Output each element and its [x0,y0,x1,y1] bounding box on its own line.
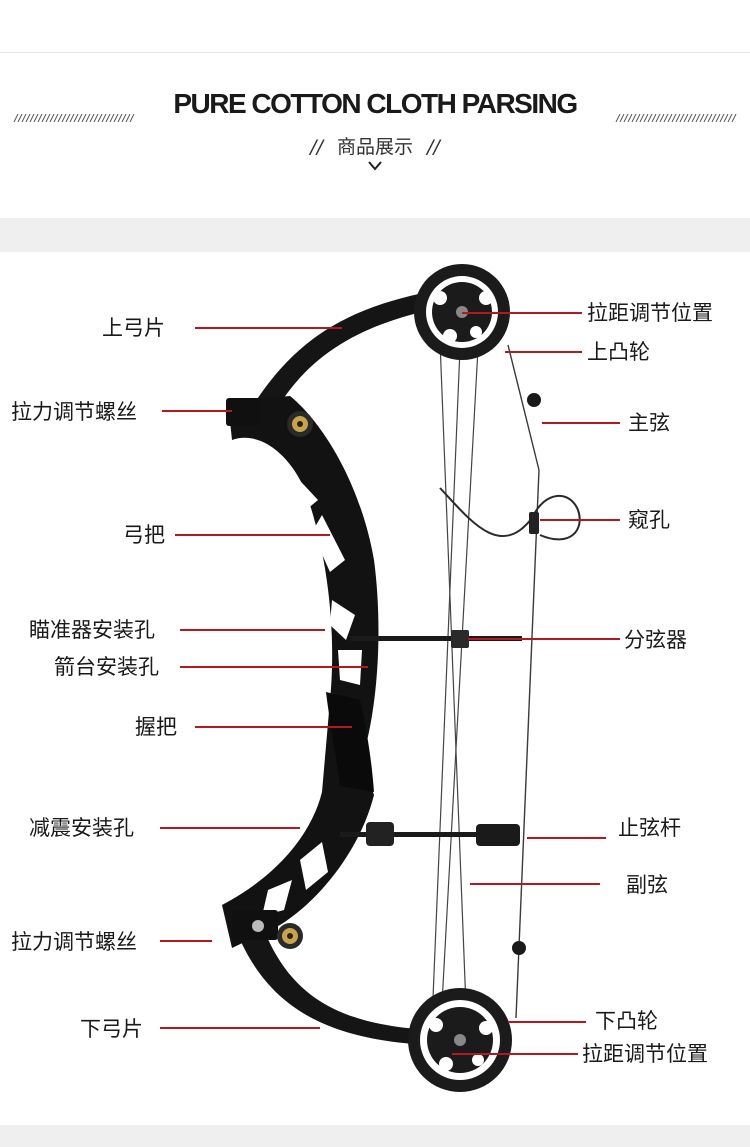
subtitle-divider-left: // [310,136,323,158]
label-upper-cam: 上凸轮 [587,340,650,364]
subtitle-text: 商品展示 [336,136,413,158]
label-stabilizer-hole: 减震安装孔 [29,816,134,840]
hatch-decoration-right [615,114,737,122]
riser-cutouts [262,470,362,916]
label-draw-length-top: 拉距调节位置 [587,301,713,325]
label-cables: 副弦 [626,873,668,897]
label-cable-slide: 分弦器 [624,628,687,652]
limb-pocket-top [226,398,313,437]
subtitle-row: // 商品展示 // [0,132,750,159]
cable-guard [350,630,522,648]
string-silencers [512,393,541,955]
label-sight-holes: 瞄准器安装孔 [29,618,155,642]
label-lower-cam: 下凸轮 [595,1009,658,1033]
string-stop-rod [340,822,520,846]
label-main-string: 主弦 [628,411,670,435]
page-title: PURE COTTON CLOTH PARSING [173,88,578,119]
label-grip: 握把 [135,715,177,739]
peep-tube [439,487,581,541]
limb-pocket-bottom [232,910,303,949]
label-rest-holes: 箭台安装孔 [54,655,159,679]
label-upper-limb: 上弓片 [102,316,165,340]
chevron-down-icon [368,161,382,171]
label-riser: 弓把 [123,523,165,547]
riser [222,396,379,948]
leader-lines [160,312,620,1055]
label-draw-length-bottom: 拉距调节位置 [582,1042,708,1066]
cables [429,289,481,1071]
top-divider-line [0,52,750,53]
subtitle-divider-right: // [427,136,440,158]
label-lower-limb: 下弓片 [80,1017,143,1041]
label-draw-weight-bolt-top: 拉力调节螺丝 [11,400,137,424]
label-draw-weight-bolt-bottom: 拉力调节螺丝 [11,930,137,954]
section-band-top [0,218,750,252]
hatch-decoration-left [13,114,135,122]
grip [326,692,374,792]
main-string [507,344,540,1019]
label-string-stop: 止弦杆 [618,816,681,840]
lower-cam [408,988,512,1092]
peep-sight [529,512,539,534]
label-peep: 窥孔 [628,508,670,532]
section-band-bottom [0,1125,750,1147]
